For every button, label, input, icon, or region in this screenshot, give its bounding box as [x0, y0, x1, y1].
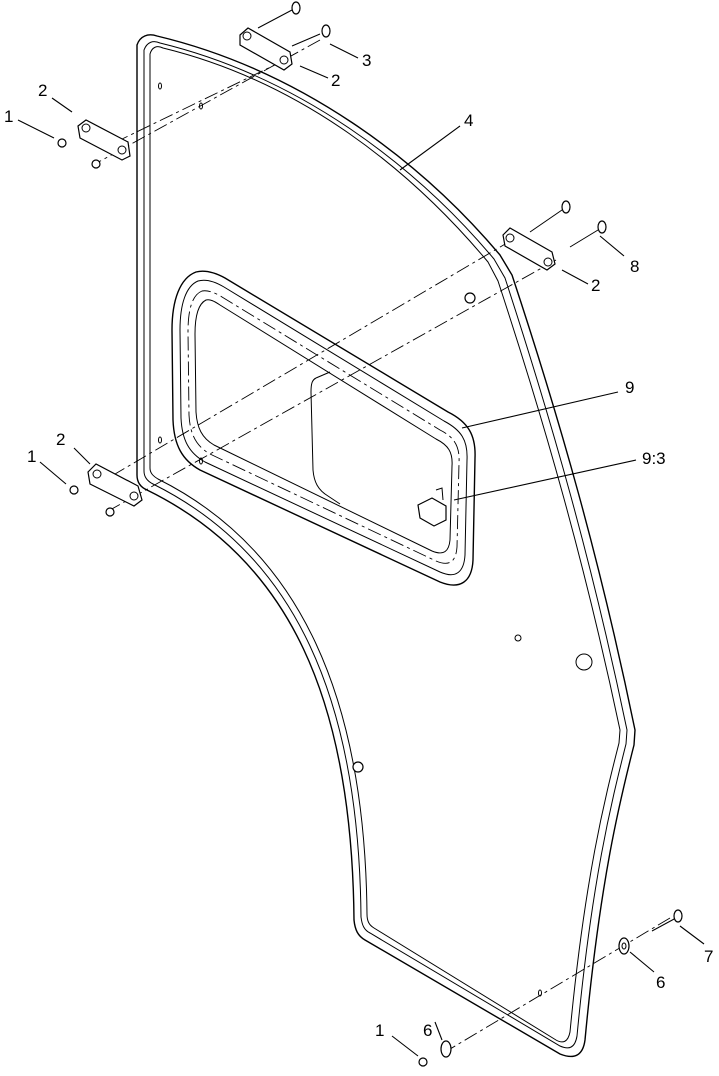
callout-6-bottom: 6: [423, 1021, 432, 1040]
callout-2-top: 2: [331, 71, 340, 90]
callout-4: 4: [464, 111, 473, 130]
callout-3: 3: [362, 51, 371, 70]
callout-7: 7: [704, 947, 713, 966]
callout-2-right: 2: [591, 276, 600, 295]
callout-labels: 1 2 2 3 4 8 2 9 1 2 9:3 7 6 6 1: [4, 51, 713, 1040]
hardware: [57, 1, 683, 1067]
callout-1-bottom: 1: [375, 1021, 384, 1040]
centerlines: [94, 39, 671, 1056]
door-panel: [136, 34, 636, 1058]
callout-1-lower-left: 1: [27, 447, 36, 466]
callout-9-3: 9:3: [642, 449, 666, 468]
callout-1-upper-left: 1: [4, 107, 13, 126]
callout-2-upper-left: 2: [38, 81, 47, 100]
callout-2-lower-left: 2: [56, 430, 65, 449]
callout-9: 9: [625, 378, 634, 397]
callout-8: 8: [630, 257, 639, 276]
callout-6-right: 6: [656, 973, 665, 992]
window-assembly: [171, 270, 476, 586]
panel-holes: [158, 82, 593, 997]
leader-lines: [17, 43, 705, 1057]
